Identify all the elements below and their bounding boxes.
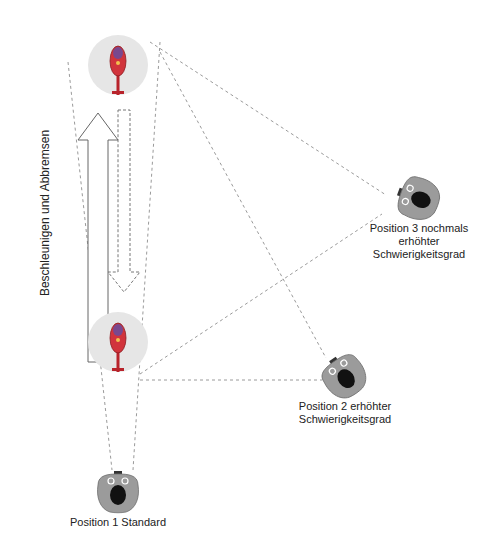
sight-line (133, 42, 160, 470)
sight-line (140, 380, 322, 381)
helicopter-halo (88, 312, 148, 372)
position-label: Position 1 Standard (68, 516, 168, 529)
tail-rotor (112, 368, 124, 371)
observer-position: Position 1 Standard (68, 470, 168, 529)
person-body (98, 474, 139, 513)
cockpit (113, 47, 123, 59)
person-head (110, 485, 126, 505)
person-icon (320, 354, 370, 400)
person-icon (93, 470, 143, 516)
observer-position: Position 3 nochmals erhöhter Schwierigke… (366, 176, 472, 261)
cockpit (113, 324, 123, 336)
position-label: Position 2 erhöhter Schwierigkeitsgrad (292, 400, 398, 426)
person-figure (316, 347, 374, 405)
person-figure (391, 172, 444, 225)
helicopter-bottom (88, 312, 148, 372)
person-hand (122, 478, 128, 484)
person-icon (394, 176, 444, 222)
sight-line (160, 52, 326, 358)
person-head (334, 366, 359, 392)
helicopter-halo (88, 35, 148, 95)
rotor-hub (116, 338, 120, 342)
helicopter-top (88, 35, 148, 95)
sight-line (150, 42, 386, 195)
observer-position: Position 2 erhöhter Schwierigkeitsgrad (292, 354, 398, 426)
tail-rotor (112, 91, 124, 94)
person-body (394, 173, 444, 225)
sight-line (140, 214, 382, 374)
rotor-hub (116, 61, 120, 65)
person-figure (98, 471, 139, 513)
fuselage (110, 323, 126, 353)
person-hand (328, 367, 336, 375)
position-label: Position 3 nochmals erhöhter Schwierigke… (366, 222, 472, 261)
person-hand (340, 359, 348, 367)
person-hand (108, 478, 114, 484)
person-body (317, 350, 373, 405)
person-head (409, 189, 433, 211)
fuselage (110, 46, 126, 76)
person-hand (406, 184, 414, 192)
person-hand (401, 198, 409, 206)
axis-caption: Beschleunigen und Abbremsen (38, 130, 52, 296)
